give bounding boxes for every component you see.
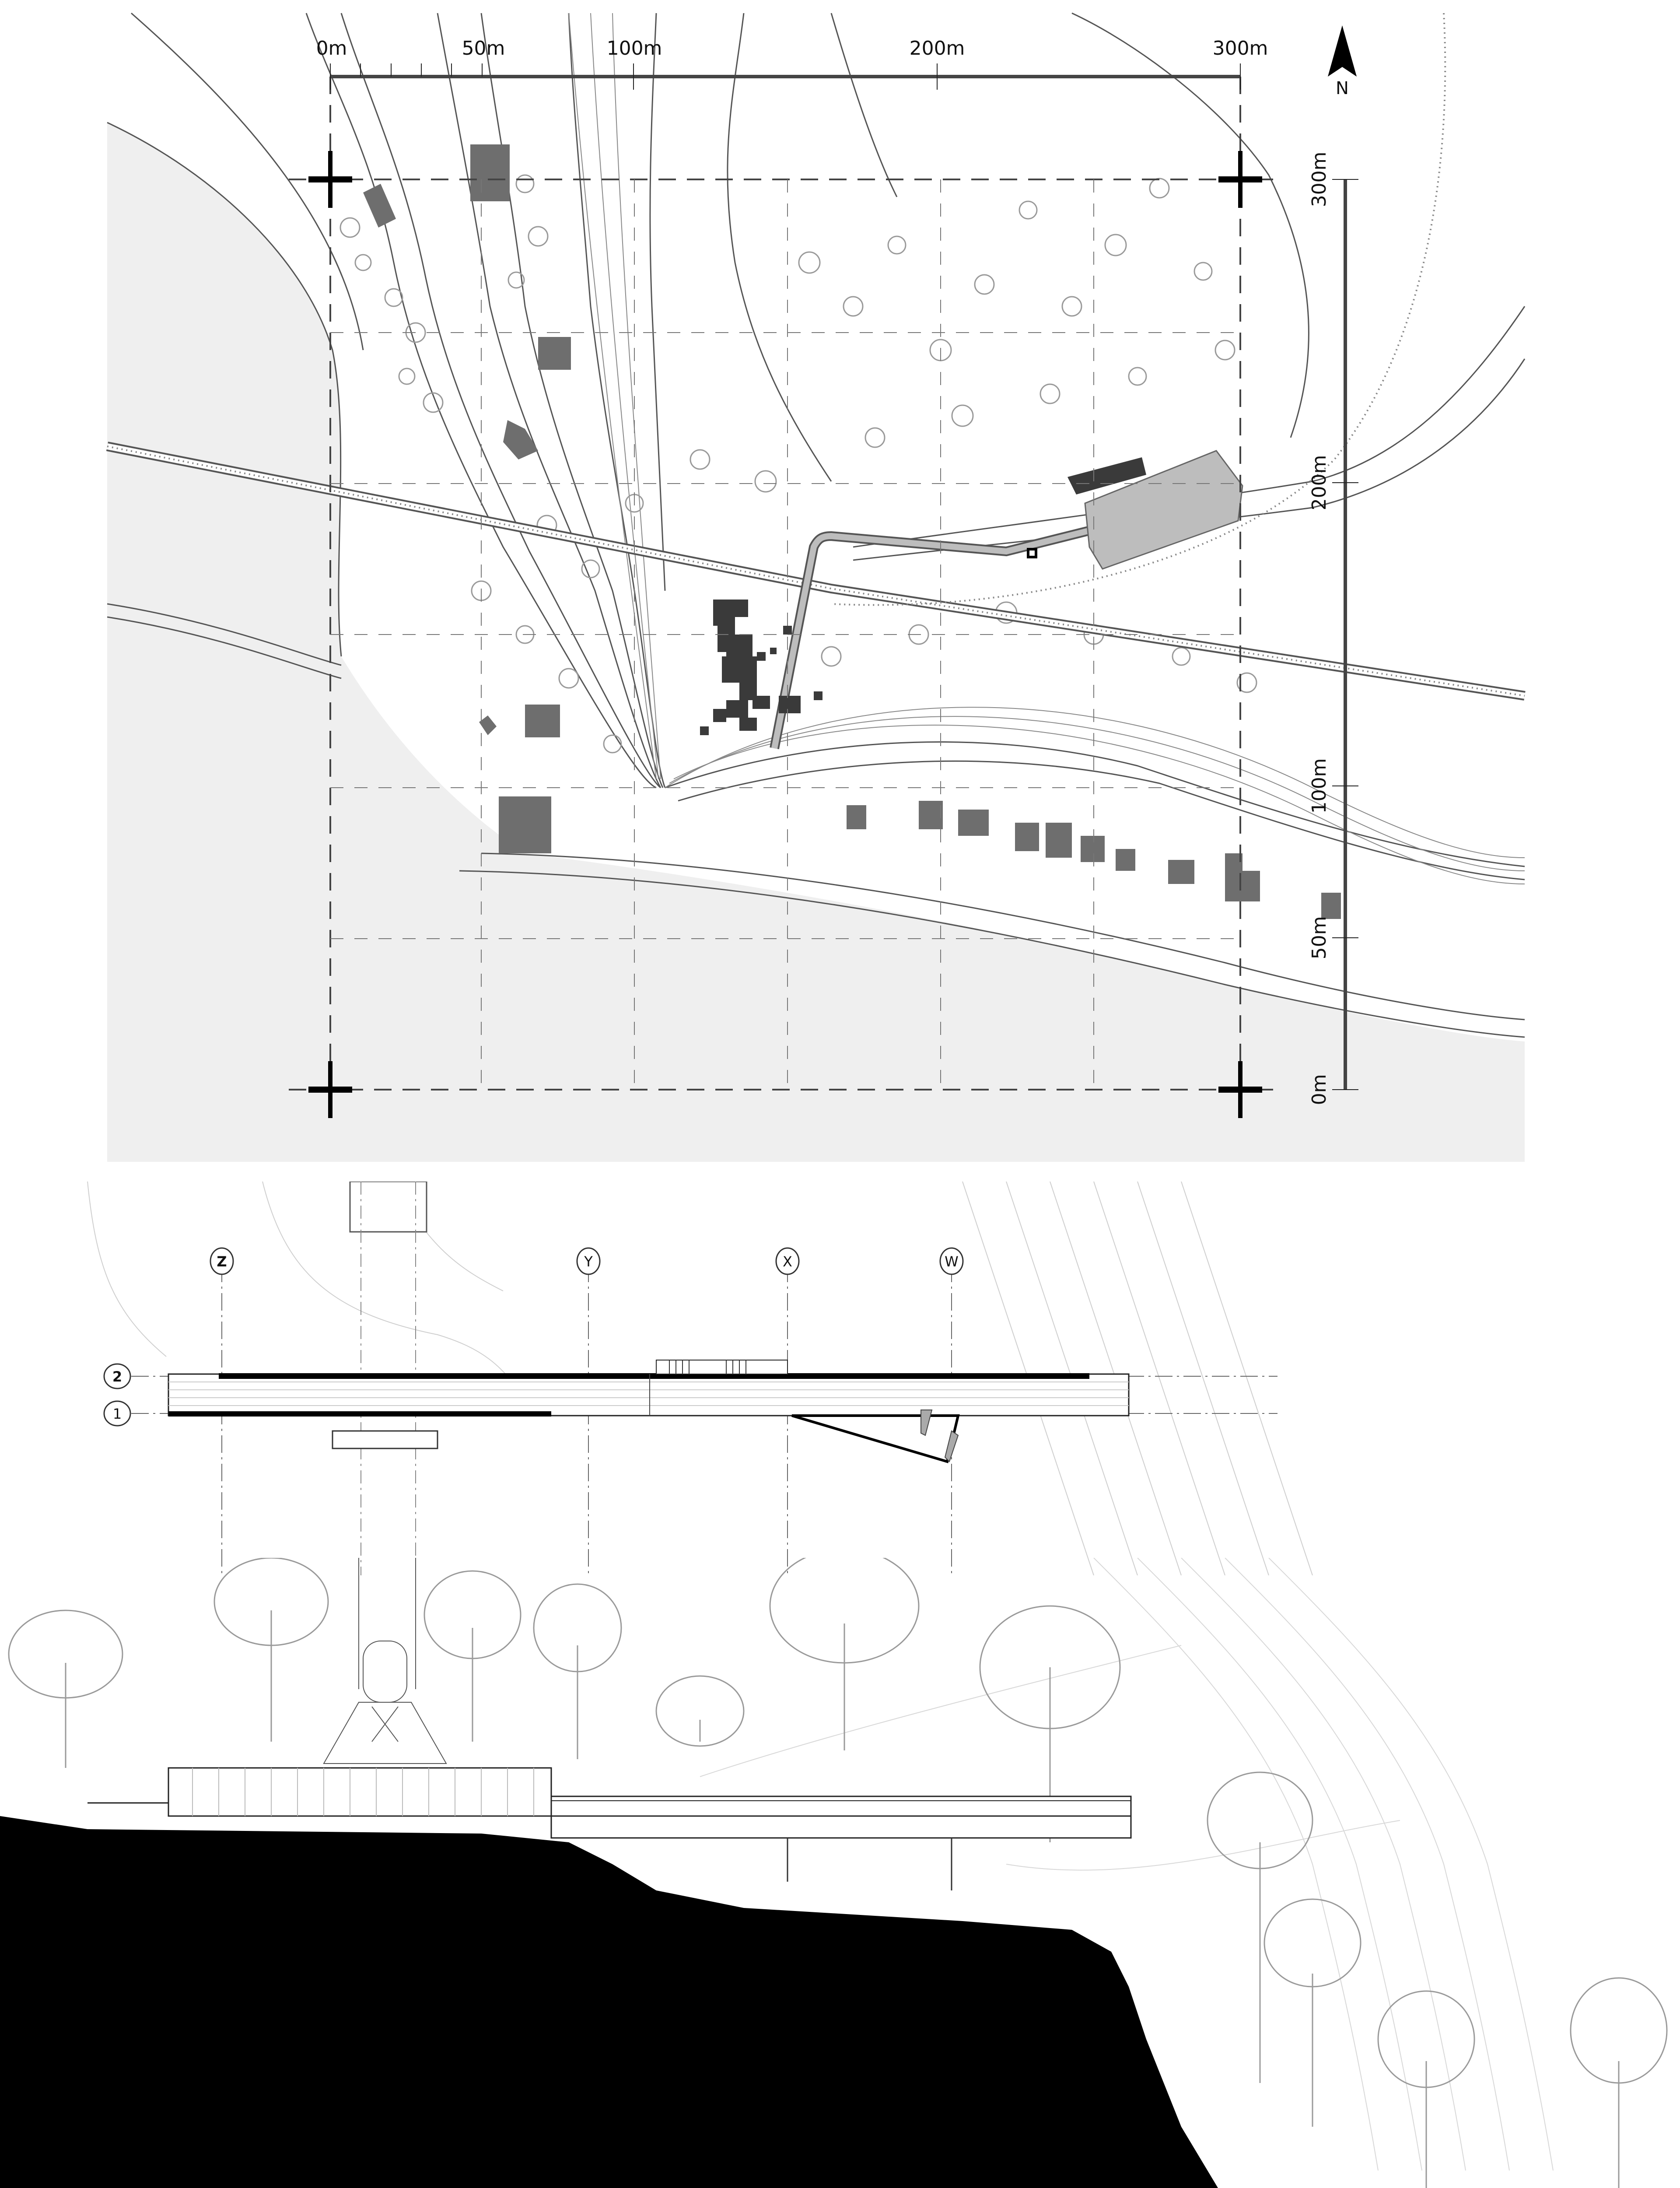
scale-bar-right	[1332, 179, 1358, 1090]
section-elevation	[0, 1548, 1680, 2188]
grid-lines	[289, 77, 1282, 1125]
existing-houses	[363, 144, 1341, 919]
axis-label-z: Z	[217, 1253, 227, 1270]
scale-right-100m: 100m	[1308, 758, 1330, 814]
observation-tower	[323, 1558, 447, 1764]
axis-lines	[131, 1265, 1278, 1575]
corner-marker-bottom-left	[308, 1061, 352, 1118]
scale-top-50m: 50m	[462, 37, 505, 60]
scale-top-300m: 300m	[1213, 37, 1268, 60]
section-contours	[700, 1557, 1554, 2171]
scale-right-0m: 0m	[1308, 1074, 1330, 1105]
corner-marker-top-right	[1218, 151, 1262, 208]
grid-corner-markers	[308, 151, 1262, 1118]
north-label: N	[1336, 78, 1349, 98]
ground-section	[0, 1816, 1218, 2188]
site-plan: 0m 50m 100m 200m 300m 300m 200m 100m 50m…	[106, 12, 1526, 1162]
contour-lines	[107, 12, 1526, 1038]
axis-label-2: 2	[112, 1368, 122, 1385]
scale-right-50m: 50m	[1308, 916, 1330, 960]
axis-label-1: 1	[113, 1406, 122, 1422]
kiosk-marker	[1027, 548, 1037, 558]
visitor-center-building	[1068, 457, 1146, 494]
corner-marker-top-left	[308, 151, 352, 208]
lowland-area	[107, 123, 1525, 1162]
scale-top-0m: 0m	[316, 37, 347, 60]
scale-top-100m: 100m	[607, 37, 662, 60]
floor-plan: Z Y X W 2 1	[0, 1181, 1680, 1576]
north-arrow-icon	[1328, 25, 1357, 77]
axis-bubbles	[103, 1247, 964, 1427]
scale-right-200m: 200m	[1308, 455, 1330, 511]
visitor-center-terrace	[1084, 450, 1243, 570]
axis-label-x: X	[783, 1253, 792, 1270]
axis-label-y: Y	[584, 1253, 593, 1270]
axis-label-w: W	[945, 1253, 959, 1270]
cabin-cluster	[700, 600, 822, 735]
scale-top-200m: 200m	[910, 37, 965, 60]
trees	[8, 1548, 1668, 2188]
bridge-rail	[106, 13, 1526, 701]
building-plan	[168, 1360, 1130, 1463]
scale-right-300m: 300m	[1308, 152, 1330, 207]
section-buildings	[88, 1767, 1132, 1890]
scale-bar-top	[330, 63, 1241, 90]
corner-marker-bottom-right	[1218, 1061, 1262, 1118]
